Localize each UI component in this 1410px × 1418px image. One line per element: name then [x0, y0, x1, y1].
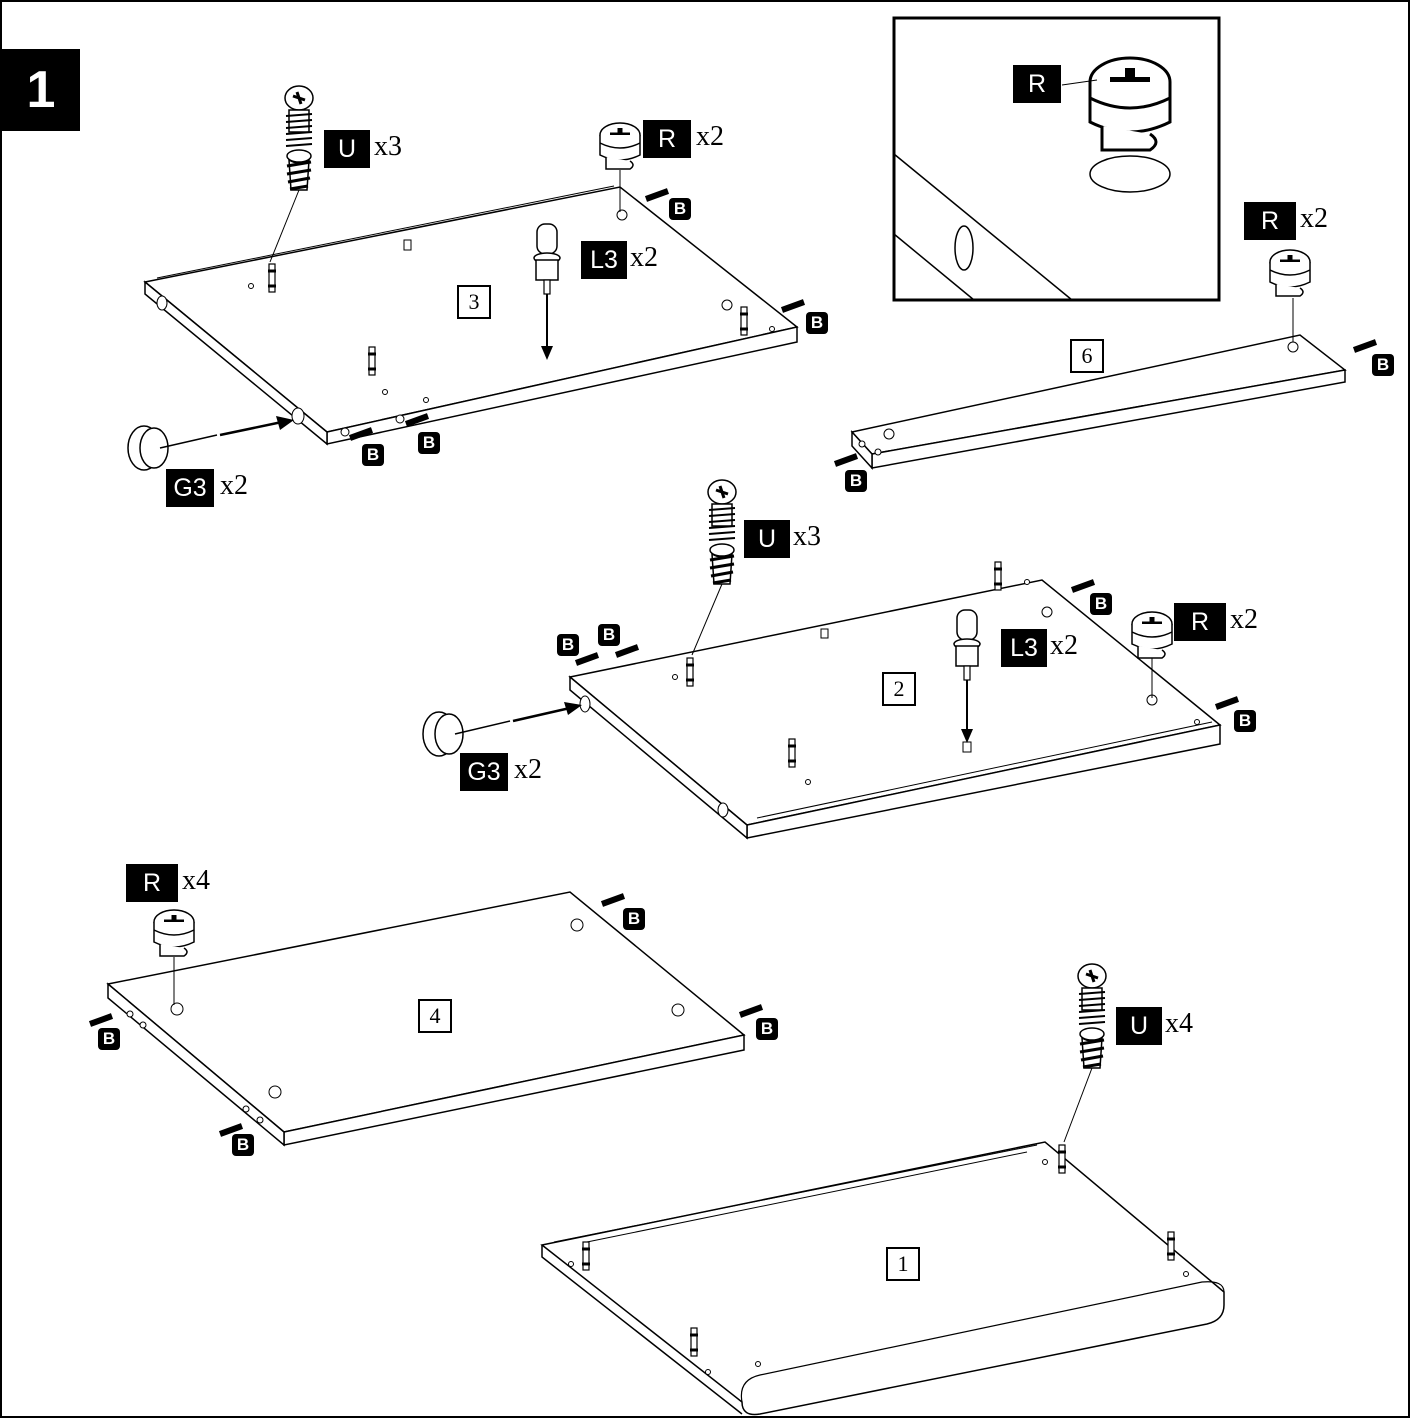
- dowel-label: B: [845, 470, 867, 492]
- dowel-label: B: [418, 432, 440, 454]
- part-quantity: x3: [374, 131, 402, 162]
- part-quantity: x2: [514, 754, 542, 785]
- part-tag-l3: L3: [1001, 629, 1047, 667]
- step-number-badge: 1: [2, 49, 80, 131]
- panel-4-label: 4: [418, 999, 452, 1033]
- dowel-label: B: [1372, 354, 1394, 376]
- inset-part-tag-r: R: [1013, 65, 1061, 103]
- part-tag-r: R: [643, 120, 691, 158]
- dowel-label: B: [98, 1028, 120, 1050]
- part-tag-l3: L3: [581, 241, 627, 279]
- dowel-label: B: [669, 198, 691, 220]
- part-quantity: x2: [1300, 203, 1328, 234]
- dowel-label: B: [1234, 710, 1256, 732]
- part-tag-r: R: [1174, 603, 1226, 641]
- panel-1-drawing: [540, 962, 1225, 1416]
- panel-6-label: 6: [1070, 339, 1104, 373]
- dowel-label: B: [557, 634, 579, 656]
- part-quantity: x2: [220, 470, 248, 501]
- dowel-label: B: [598, 624, 620, 646]
- part-quantity: x2: [1050, 630, 1078, 661]
- dowel-label: B: [623, 908, 645, 930]
- part-quantity: x3: [793, 521, 821, 552]
- detail-inset: [892, 16, 1221, 302]
- part-quantity: x2: [630, 242, 658, 273]
- panel-6-drawing: [835, 250, 1376, 470]
- part-quantity: x4: [182, 865, 210, 896]
- dowel-label: B: [232, 1134, 254, 1156]
- panel-1-label: 1: [886, 1247, 920, 1281]
- panel-3-label: 3: [457, 285, 491, 319]
- panel-2-label: 2: [882, 672, 916, 706]
- part-tag-u: U: [744, 520, 790, 558]
- part-tag-r: R: [126, 864, 178, 902]
- part-tag-u: U: [1116, 1007, 1162, 1045]
- panel-2-drawing: [422, 478, 1238, 840]
- dowel-label: B: [756, 1018, 778, 1040]
- part-tag-g3: G3: [460, 753, 508, 791]
- part-quantity: x2: [1230, 604, 1258, 635]
- part-quantity: x4: [1165, 1008, 1193, 1039]
- dowel-label: B: [806, 312, 828, 334]
- part-tag-u: U: [324, 130, 370, 168]
- part-tag-g3: G3: [166, 469, 214, 507]
- part-tag-r: R: [1244, 202, 1296, 240]
- dowel-label: B: [1090, 593, 1112, 615]
- part-quantity: x2: [696, 121, 724, 152]
- dowel-label: B: [362, 444, 384, 466]
